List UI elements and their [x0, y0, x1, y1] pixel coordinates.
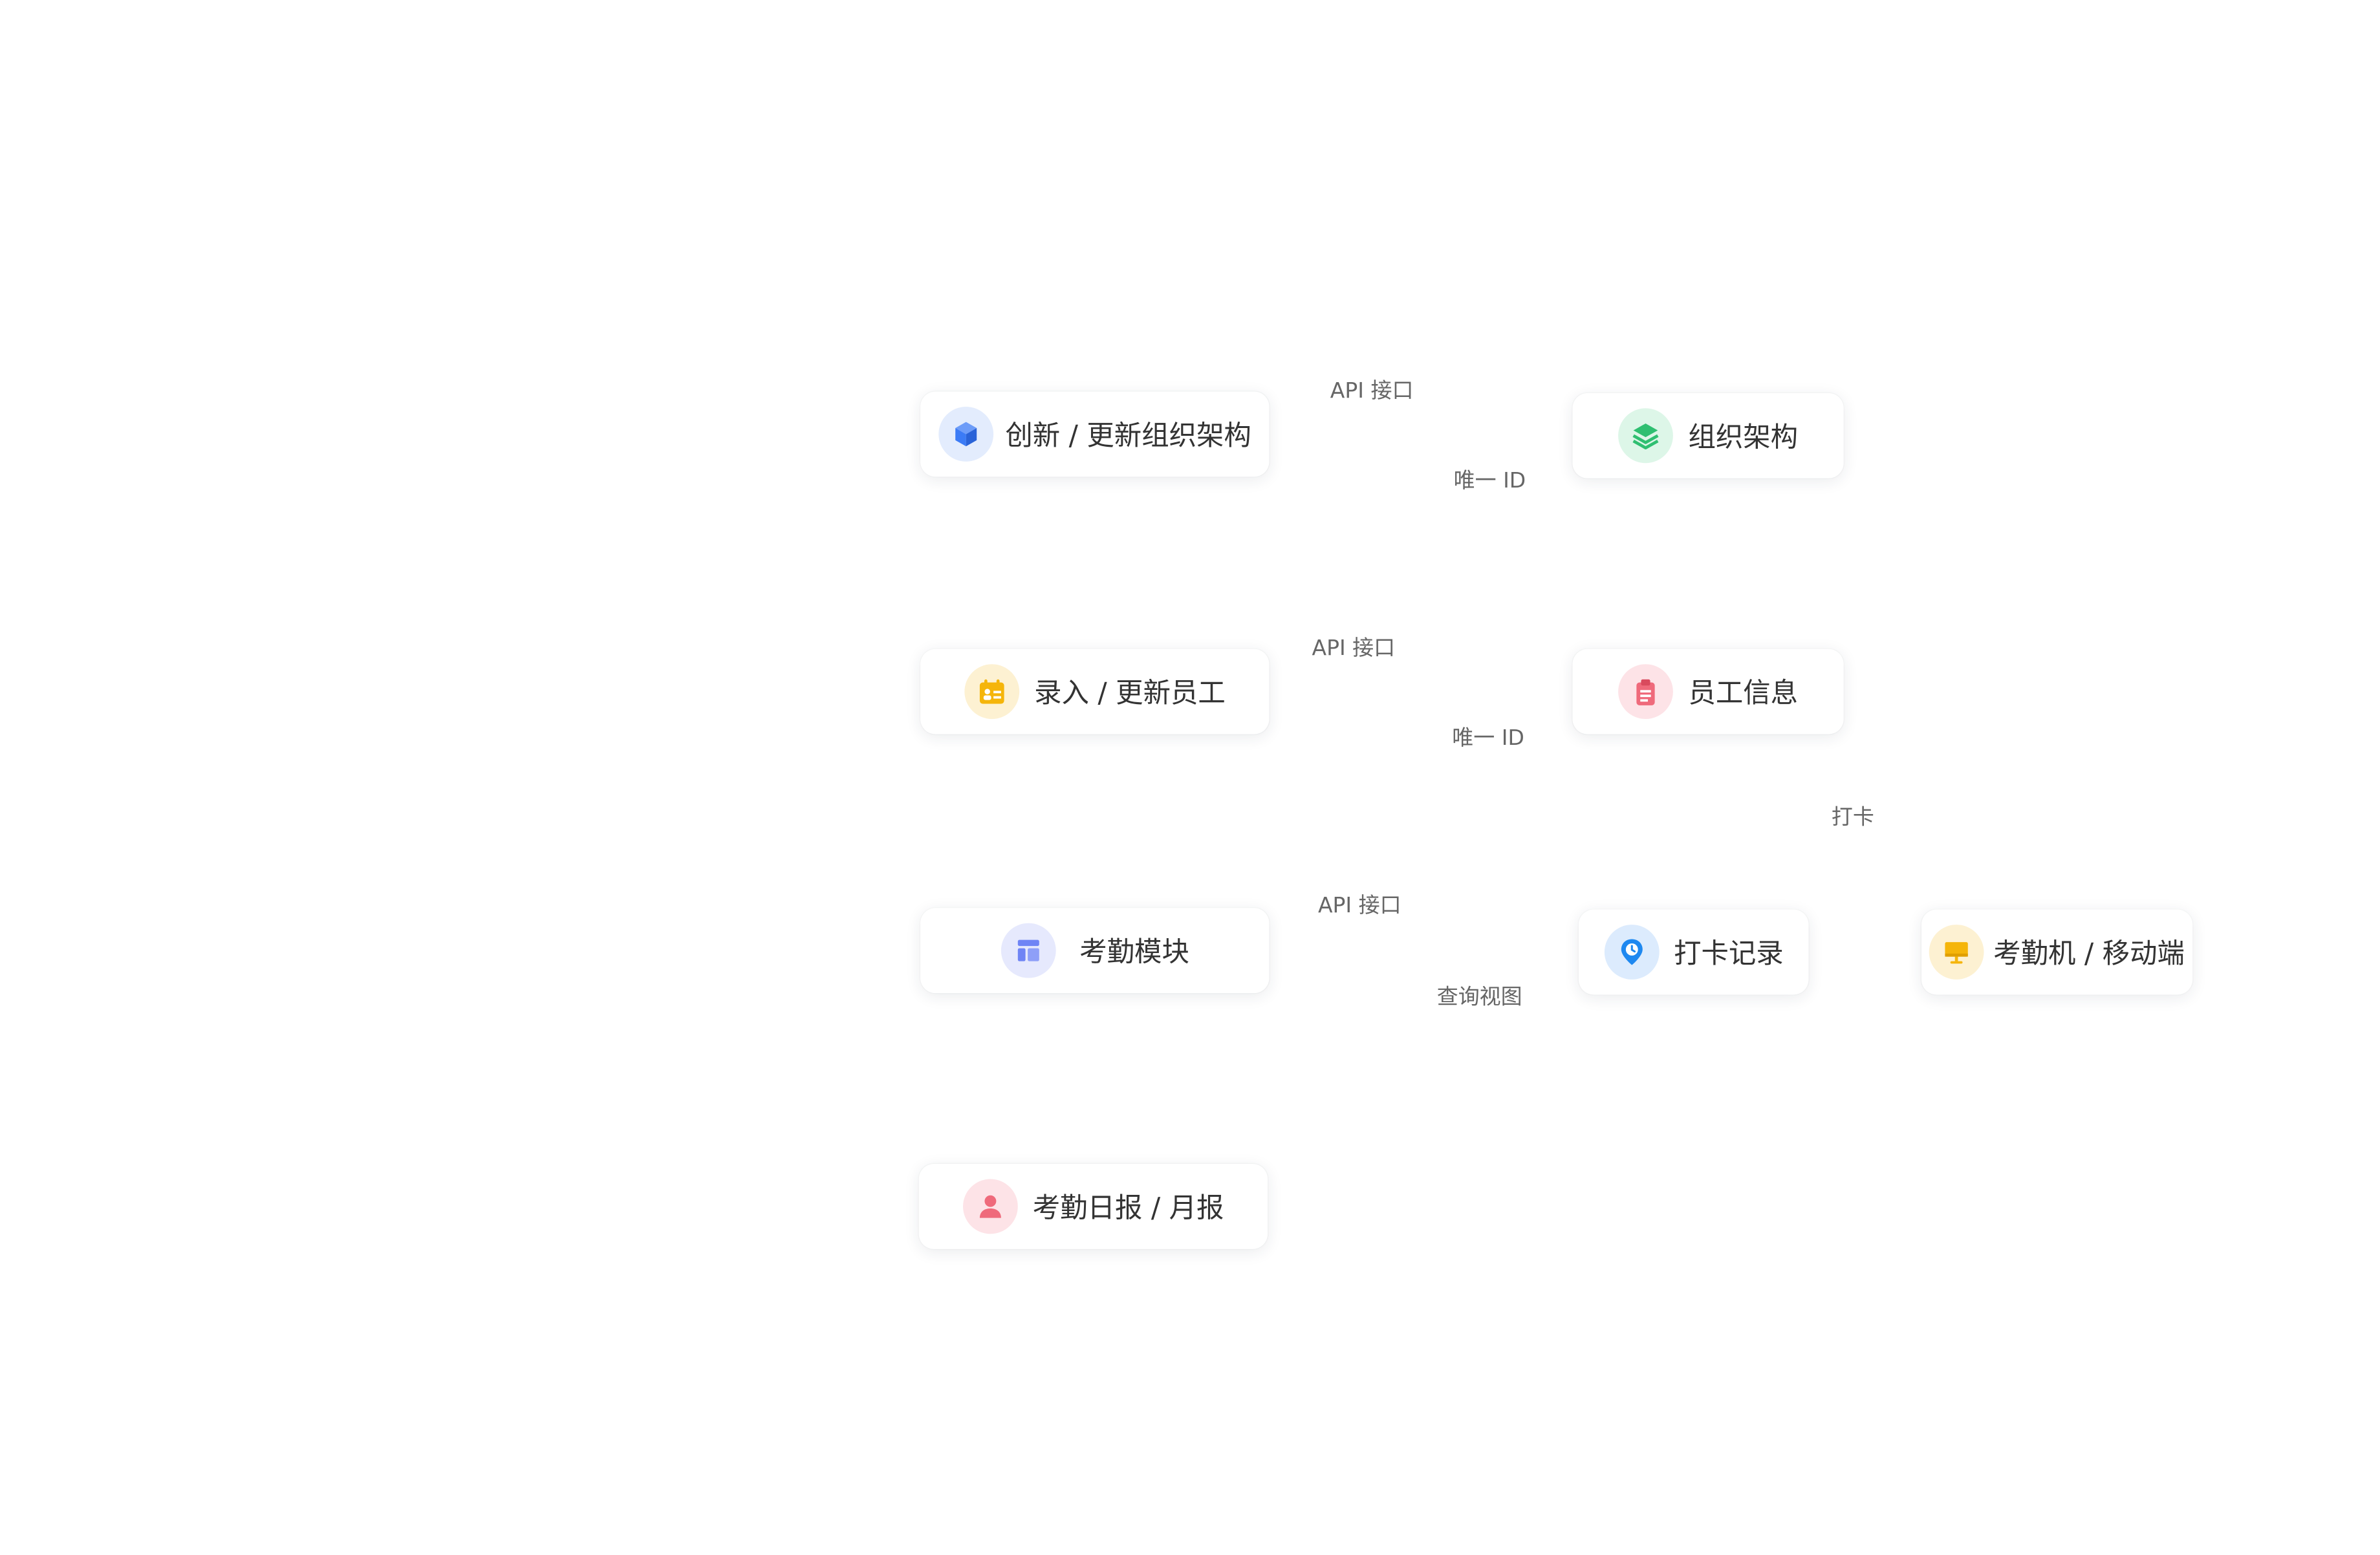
- node-label: 考勤机 / 移动端: [1993, 938, 2185, 971]
- layout-icon: [1000, 923, 1055, 978]
- edge-label-api: API 接口: [1317, 894, 1401, 919]
- node-employee-info[interactable]: 员工信息: [1572, 649, 1844, 735]
- cube-icon: [938, 407, 993, 462]
- clipboard-icon: [1618, 664, 1673, 720]
- node-create-org[interactable]: 创新 / 更新组织架构: [920, 391, 1270, 477]
- node-clock-records[interactable]: 打卡记录: [1578, 909, 1809, 995]
- node-label: 录入 / 更新员工: [1034, 678, 1226, 710]
- monitor-icon: [1929, 925, 1985, 980]
- node-label: 创新 / 更新组织架构: [1005, 420, 1251, 453]
- node-device[interactable]: 考勤机 / 移动端: [1921, 909, 2193, 995]
- node-reports[interactable]: 考勤日报 / 月报: [918, 1163, 1268, 1249]
- edge-label-query-view: 查询视图: [1436, 985, 1522, 1011]
- node-label: 考勤模块: [1079, 936, 1189, 969]
- user-icon: [962, 1179, 1018, 1234]
- node-label: 组织架构: [1688, 422, 1799, 455]
- node-add-employee[interactable]: 录入 / 更新员工: [920, 649, 1270, 735]
- location-clock-icon: [1603, 925, 1659, 980]
- node-label: 员工信息: [1688, 678, 1799, 710]
- layers-icon: [1618, 408, 1673, 464]
- node-attendance-module[interactable]: 考勤模块: [920, 908, 1270, 994]
- edge-label-api: API 接口: [1330, 379, 1414, 404]
- edge-label-clock-in: 打卡: [1831, 806, 1874, 831]
- edge-label-api: API 接口: [1312, 636, 1396, 661]
- edge-label-unique-id: 唯一 ID: [1453, 469, 1526, 494]
- edge-label-unique-id: 唯一 ID: [1452, 726, 1524, 751]
- node-org[interactable]: 组织架构: [1572, 392, 1844, 478]
- node-label: 打卡记录: [1674, 938, 1784, 971]
- id-card-icon: [964, 664, 1019, 720]
- node-label: 考勤日报 / 月报: [1032, 1192, 1224, 1225]
